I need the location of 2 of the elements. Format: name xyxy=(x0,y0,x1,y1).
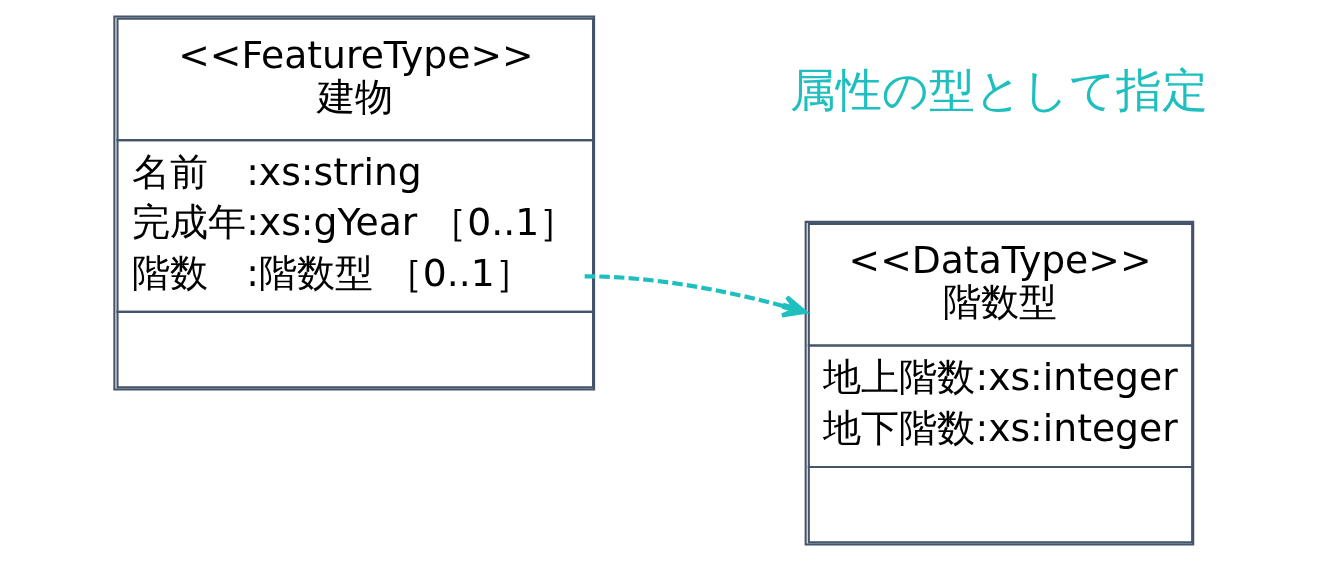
arrow xyxy=(584,274,807,318)
label: 属性の型として指定 xyxy=(789,62,1208,117)
